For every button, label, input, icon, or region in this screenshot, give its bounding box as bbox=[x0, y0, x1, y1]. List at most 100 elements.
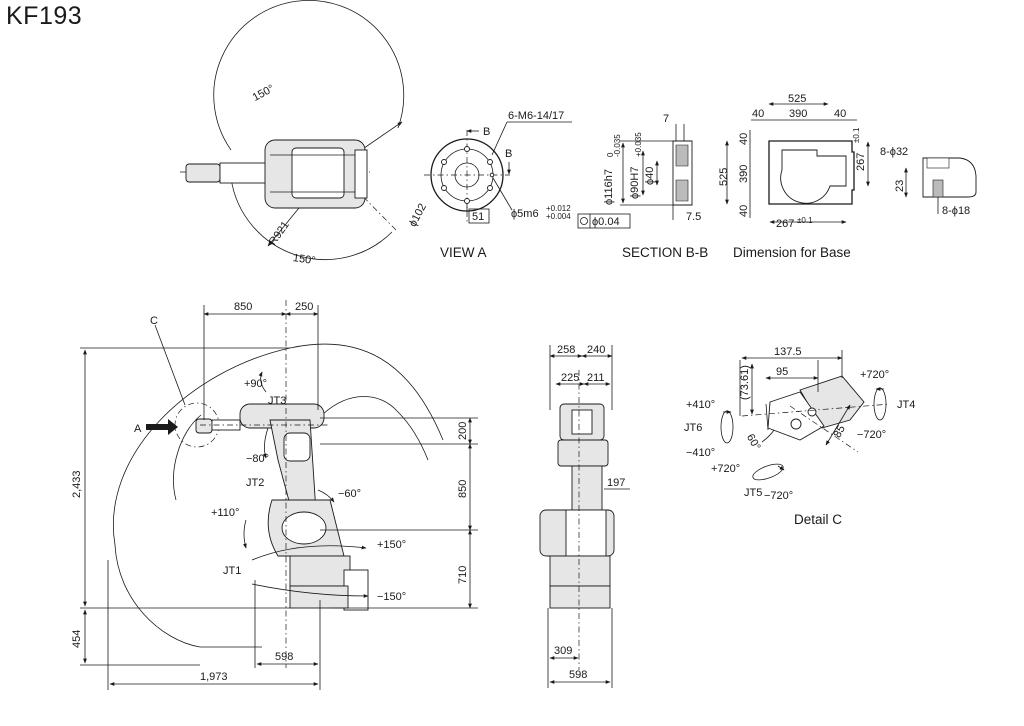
bolt-hole bbox=[487, 185, 493, 191]
base-267-h: 267 bbox=[776, 218, 794, 230]
base-dimensions: 525 40 390 40 525 40 390 40 267 ±0.1 267… bbox=[718, 93, 977, 260]
section-bb-caption: SECTION B-B bbox=[622, 245, 708, 260]
angle-60-arc bbox=[761, 429, 775, 443]
pin-tol-lower: +0.004 bbox=[546, 212, 571, 221]
envelope-outer-top bbox=[113, 343, 444, 546]
side-view: C A 850 250 2,433 454 200 8 bbox=[71, 300, 478, 690]
jt4-label: JT4 bbox=[897, 399, 915, 411]
d90-value: ϕ90H7 bbox=[629, 167, 641, 199]
dim-7: 7 bbox=[663, 113, 669, 125]
callout-c-leader bbox=[154, 324, 186, 406]
jt5-arrow bbox=[777, 465, 785, 471]
dim-454: 454 bbox=[71, 630, 83, 648]
dim-1973: 1,973 bbox=[200, 671, 228, 683]
angle-minus150: −150° bbox=[377, 591, 406, 603]
flatness-value: ϕ0.04 bbox=[592, 216, 620, 228]
detail-flange-face bbox=[765, 403, 769, 431]
top-radius: R921 bbox=[267, 219, 292, 247]
angle-plus90: +90° bbox=[244, 378, 267, 390]
jt6-minus: −410° bbox=[686, 447, 715, 459]
pin-hole-note: ϕ5m6 bbox=[511, 208, 539, 220]
top-wrist bbox=[219, 162, 271, 184]
jt5-minus: −720° bbox=[764, 490, 793, 502]
jt2-label: JT2 bbox=[246, 477, 264, 489]
jt3-arc-up bbox=[258, 371, 267, 393]
section-bb: 7 ϕ116h7 0 -0.035 ϕ90H7 +0.035 ϕ40 7.5 S… bbox=[603, 113, 708, 260]
side-base-plate bbox=[289, 585, 349, 609]
dim-2433: 2,433 bbox=[71, 470, 83, 498]
pin-tol-upper: +0.012 bbox=[546, 204, 571, 213]
front-joint bbox=[557, 439, 609, 467]
counterbore-pocket bbox=[926, 157, 950, 169]
angle-60: 60° bbox=[744, 432, 763, 452]
base-width-525: 525 bbox=[788, 93, 806, 105]
top-swing-arc-upper bbox=[213, 0, 405, 151]
base-bottom-40: 40 bbox=[738, 205, 750, 217]
dim-95: 95 bbox=[776, 366, 788, 378]
depth-23: 23 bbox=[894, 180, 906, 192]
callout-c: C bbox=[150, 315, 158, 327]
base-267-h-tol: ±0.1 bbox=[797, 216, 813, 225]
angle-plus110: +110° bbox=[211, 507, 239, 519]
envelope-inner bbox=[322, 396, 429, 461]
jt6-plus: +410° bbox=[686, 399, 715, 411]
jt4-rotation bbox=[873, 387, 887, 421]
dim-598: 598 bbox=[275, 651, 293, 663]
top-angle-upper: 150° bbox=[251, 83, 277, 104]
base-outline bbox=[768, 140, 855, 205]
detail-c: 137.5 95 (73.61) 60° 85 +720° JT4 −720° … bbox=[684, 346, 915, 527]
base-height-525: 525 bbox=[718, 168, 730, 186]
section-marker-top: B bbox=[483, 126, 490, 138]
front-turret-cover bbox=[565, 509, 607, 557]
section-hatch-upper bbox=[675, 144, 689, 167]
bolt-leader bbox=[491, 121, 508, 156]
pin-hole bbox=[489, 172, 495, 178]
dim-240: 240 bbox=[587, 344, 605, 356]
dim-85-line bbox=[825, 404, 851, 446]
bolt-hole bbox=[464, 198, 470, 204]
dim-309: 309 bbox=[554, 645, 572, 657]
jt5-rotation bbox=[752, 463, 784, 481]
dim51-box bbox=[468, 208, 490, 224]
d90-tol: +0.035 bbox=[634, 132, 643, 157]
detail-bolt bbox=[790, 418, 802, 430]
envelope-outer-bottom bbox=[114, 544, 262, 648]
dim-598-front: 598 bbox=[569, 669, 587, 681]
jt1-arc-neg bbox=[251, 583, 369, 598]
section-hatch-lower bbox=[675, 179, 689, 202]
bolt-hole bbox=[464, 146, 470, 152]
bolt-hole bbox=[441, 159, 447, 165]
base-267-v-tol: ±0.1 bbox=[852, 127, 861, 143]
bolt-hole bbox=[441, 185, 447, 191]
view-a: B B 6-M6-14/17 ϕ102 ϕ5m6 +0.012 +0.004 5… bbox=[407, 110, 631, 260]
side-turret-cover bbox=[281, 511, 327, 545]
front-view: 258 240 225 211 197 309 598 bbox=[539, 344, 630, 688]
jt4-plus: +720° bbox=[860, 369, 889, 381]
dim-850-top: 850 bbox=[234, 301, 252, 313]
detail-c-caption: Detail C bbox=[794, 512, 842, 527]
jt2-arc-back bbox=[317, 489, 335, 503]
angle-minus80: −80° bbox=[246, 453, 269, 465]
angle-plus150: +150° bbox=[377, 539, 406, 551]
top-angle-lower: 150° bbox=[292, 252, 316, 267]
jt1-label: JT1 bbox=[223, 565, 241, 577]
dim-710: 710 bbox=[457, 566, 469, 584]
base-left-40: 40 bbox=[752, 108, 764, 120]
jt6-rotation bbox=[720, 410, 734, 444]
d116-tol-upper: 0 bbox=[606, 152, 615, 157]
angle-minus60: −60° bbox=[338, 488, 361, 500]
dim-73-61: (73.61) bbox=[739, 365, 751, 400]
dim-250: 250 bbox=[295, 301, 313, 313]
front-base bbox=[549, 555, 611, 587]
model-title: KF193 bbox=[6, 2, 83, 30]
dim-258: 258 bbox=[557, 344, 575, 356]
pin-leader bbox=[492, 177, 513, 211]
dim-197: 197 bbox=[607, 477, 625, 489]
dim-211: 211 bbox=[587, 372, 605, 384]
base-cutout bbox=[780, 149, 847, 204]
detail-flange-housing bbox=[767, 391, 825, 441]
dim-7-5: 7.5 bbox=[686, 211, 701, 223]
side-arm-motor bbox=[283, 432, 311, 462]
front-lower-arm bbox=[571, 465, 603, 511]
